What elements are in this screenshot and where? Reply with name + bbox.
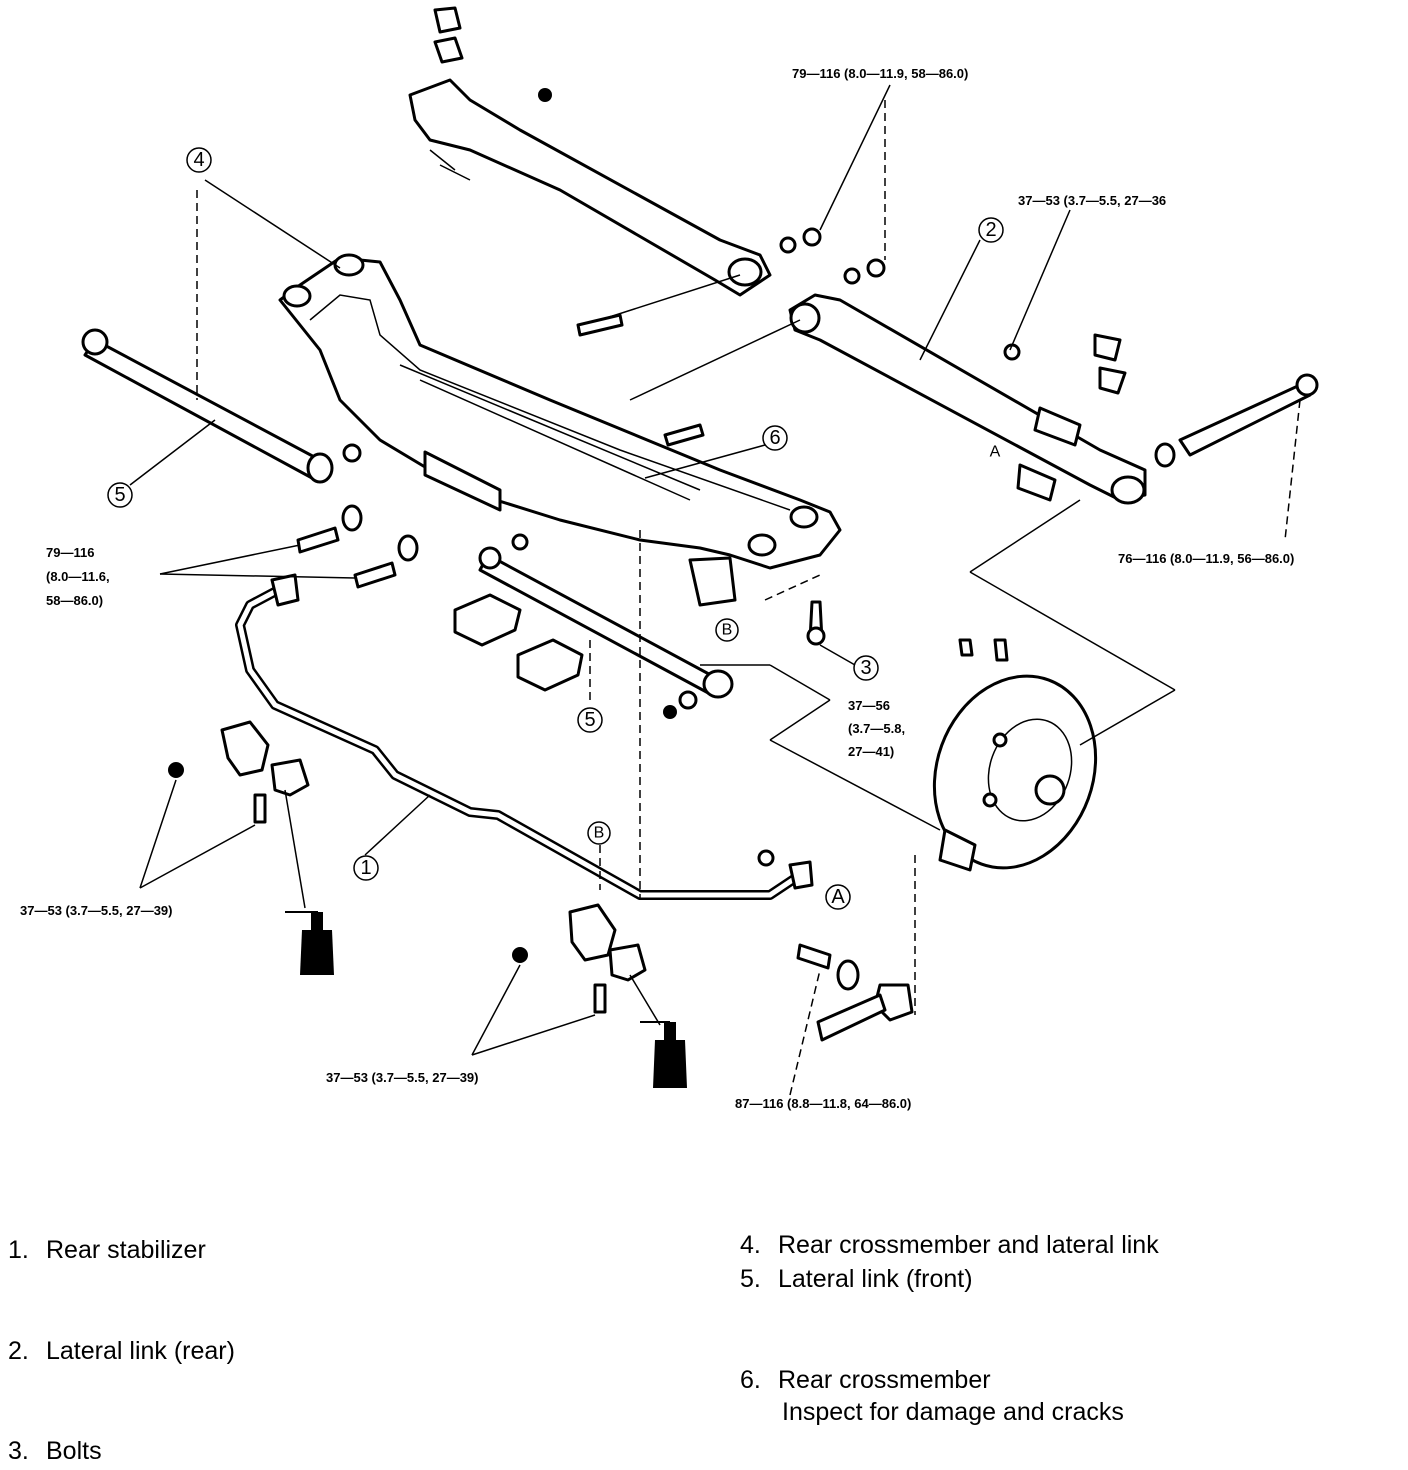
torque-left-line1: 79—116 — [46, 545, 94, 560]
lateral-link-front-lower — [478, 533, 734, 719]
callout-5-lower: 5 — [584, 709, 595, 731]
callout-a-small: A — [990, 444, 1001, 461]
stabilizer-brackets — [168, 720, 647, 1014]
crossmember-bolts — [296, 313, 826, 646]
lateral-link-rear — [788, 293, 1319, 505]
torque-bottom-left: 37—53 (3.7—5.5, 27—39) — [20, 903, 172, 918]
leader-lines — [129, 84, 1301, 1096]
callout-3: 3 — [860, 657, 871, 679]
legend-num-1: 1. — [8, 1236, 29, 1264]
callout-b-small: B — [722, 622, 733, 639]
brake-hub-assembly — [932, 638, 1098, 872]
callout-5-upper: 5 — [114, 484, 125, 506]
legend-item-6: 6. Rear crossmember Inspect for damage an… — [740, 1364, 1124, 1428]
rubber-bushings — [453, 593, 584, 692]
legend-text-1: Rear stabilizer — [46, 1236, 206, 1264]
legend-text-2: Lateral link (rear) — [46, 1337, 235, 1365]
exploded-suspension-diagram: 4 2 5 6 3 5 1 A B B A 79—116 (8.0—11.9, … — [20, 6, 1319, 1111]
trailing-link-bushing — [796, 943, 914, 1042]
callout-2: 2 — [985, 219, 996, 241]
legend-text-5: Lateral link (front) — [778, 1265, 973, 1293]
torque-specs: 79—116 (8.0—11.9, 58—86.0) 37—53 (3.7—5.… — [20, 66, 1294, 1111]
legend-num-3: 3. — [8, 1437, 29, 1465]
upper-trailing-link — [408, 78, 772, 297]
torque-top: 79—116 (8.0—11.9, 58—86.0) — [792, 66, 968, 81]
legend-item-4: 4. Rear crossmember and lateral link — [740, 1229, 1159, 1261]
legend-num-4: 4. — [740, 1231, 761, 1259]
legend-text-4: Rear crossmember and lateral link — [778, 1231, 1159, 1259]
callout-4: 4 — [193, 149, 204, 171]
callout-1: 1 — [360, 857, 371, 879]
legend-item-5: 5. Lateral link (front) — [740, 1263, 973, 1295]
legend-item-3: 3. Bolts — [8, 1435, 102, 1467]
callout-b: B — [594, 825, 605, 842]
torque-right-mid: 76—116 (8.0—11.9, 56—86.0) — [1118, 551, 1294, 566]
torque-center-line2: (3.7—5.8, — [848, 721, 905, 736]
legend-num-5: 5. — [740, 1265, 761, 1293]
top-bolts — [433, 6, 886, 285]
torque-center-line3: 27—41) — [848, 744, 894, 759]
rear-crossmember — [278, 253, 842, 607]
lateral-link-front-upper — [81, 328, 362, 484]
legend-num-2: 2. — [8, 1337, 29, 1365]
torque-left-line3: 58—86.0) — [46, 593, 103, 608]
legend-text-6: Rear crossmember — [778, 1366, 991, 1394]
torque-right-upper: 37—53 (3.7—5.5, 27—36 — [1018, 193, 1166, 208]
rear-stabilizer — [235, 573, 814, 900]
legend-item-1: 1. Rear stabilizer — [8, 1234, 206, 1266]
torque-bottom-right: 87—116 (8.8—11.8, 64—86.0) — [735, 1096, 911, 1111]
legend-item-2: 2. Lateral link (rear) — [8, 1335, 235, 1367]
callout-markers: 4 2 5 6 3 5 1 A B B A — [107, 147, 1004, 910]
torque-center-line1: 37—56 — [848, 698, 890, 713]
torque-bottom-mid: 37—53 (3.7—5.5, 27—39) — [326, 1070, 478, 1085]
callout-6: 6 — [769, 427, 780, 449]
legend-note-6: Inspect for damage and cracks — [782, 1398, 1124, 1426]
legend-text-3: Bolts — [46, 1437, 102, 1465]
torque-left-line2: (8.0—11.6, — [46, 569, 110, 584]
grease-bottles — [285, 911, 687, 1088]
callout-a: A — [831, 886, 845, 908]
legend-num-6: 6. — [740, 1366, 761, 1394]
